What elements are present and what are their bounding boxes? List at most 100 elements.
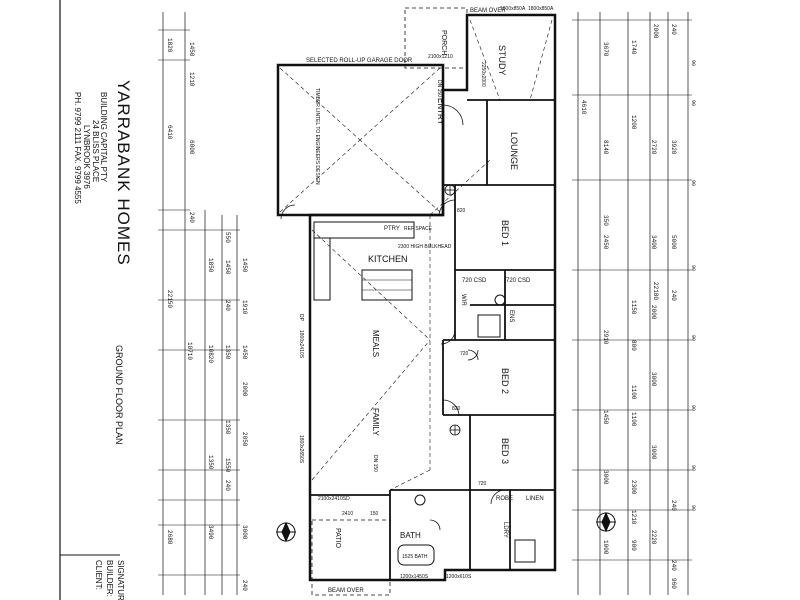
builder-label: BUILDER:: [105, 560, 114, 597]
room-wir: WIR: [460, 294, 466, 306]
room-meals: MEALS: [371, 330, 380, 357]
label-door-720-a: 720: [460, 351, 469, 357]
room-kitchen: KITCHEN: [368, 254, 408, 264]
company-address-1: BUILDING CAPITAL PTY: [99, 92, 108, 183]
room-labels: STUDY ENTRY LOUNGE BED 1 BED 2 BED 3 KIT…: [306, 30, 544, 549]
kitchen-bench: [313, 221, 415, 239]
dim-right-inner-8: 3000: [650, 445, 657, 460]
label-beam-over-top: BEAM OVER: [470, 8, 506, 14]
label-window-bottom-1: 1200x1450S: [400, 574, 429, 580]
dim-left-inner-8: 2000: [241, 382, 248, 397]
dim-left-inner-3: 6000: [188, 140, 195, 155]
dim-right-inner-6: 1150: [630, 300, 637, 315]
label-door-820-b: 820: [452, 406, 461, 412]
label-room-dim-2: 150: [370, 511, 379, 517]
dim-left-sub-3: 1350: [207, 455, 214, 470]
dim-left-inner-6: 1910: [241, 300, 248, 315]
dim-left-outer-4: 10710: [186, 342, 193, 360]
right-dim-labels: 2000 22180 960 1740 1200 3920 3400 2000 …: [580, 24, 696, 589]
label-csd-1: 720 CSD: [462, 278, 487, 284]
ensuite-toilet: [494, 294, 506, 306]
dim-left-sub-2: 10820: [207, 345, 214, 363]
building-walls: [276, 7, 557, 596]
room-ens: ENS: [508, 310, 514, 322]
dim-left-inner-2: 1210: [188, 72, 195, 87]
kitchen-bench-side: [313, 237, 331, 301]
dim-right-fine-4: 90: [690, 265, 696, 271]
dim-left-outer-3: 22150: [166, 290, 173, 308]
smoke-detector-icon: [444, 184, 461, 436]
toilet: [414, 494, 426, 506]
door-swings: [280, 104, 506, 531]
dim-right-sub-6: 1450: [602, 410, 609, 425]
label-family-window: 1800x2650S: [298, 435, 304, 464]
dim-right-inner-10: 240: [670, 500, 677, 511]
left-dimensions: [158, 12, 240, 595]
dim-left-inner-7: 1450: [241, 345, 248, 360]
dim-right-inner-9: 2300: [630, 480, 637, 495]
house-roof-lines: [311, 19, 553, 491]
label-window-bottom-2: 1200x610S: [446, 574, 472, 580]
dim-right-small-4: 240: [670, 290, 677, 301]
dim-right-sub-9: 1210: [630, 510, 637, 525]
interior-walls: [310, 99, 555, 580]
room-bed3: BED 3: [500, 438, 510, 464]
dim-right-sub-7: 2910: [602, 330, 609, 345]
label-door-dims: 2100x1210: [428, 54, 453, 60]
dim-left-inner-1: 1450: [188, 42, 195, 57]
dim-right-fine-1: 90: [690, 60, 696, 66]
dim-right-inner-2: 1200: [630, 115, 637, 130]
room-ldry: LDRY: [502, 522, 508, 538]
dim-left-outer-1: 1820: [166, 38, 173, 53]
right-dimensions: [572, 12, 692, 595]
label-csd-2: 720 CSD: [506, 278, 531, 284]
dim-left-inner-11: 3000: [241, 525, 248, 540]
dim-right-small-6: 800: [630, 340, 637, 351]
dim-right-small-7: 1100: [630, 412, 637, 427]
dim-left-outer-2: 6410: [166, 125, 173, 140]
company-address-2: 24 BLISS PLACE: [91, 120, 100, 182]
dim-right-inner-7: 3000: [650, 372, 657, 387]
client-label: CLIENT:: [94, 560, 103, 590]
dim-left-small-5: 1350: [224, 420, 231, 435]
dim-right-sub-5: 2450: [602, 235, 609, 250]
dim-right-small-5: 1100: [630, 385, 637, 400]
room-porch: PORCH: [440, 30, 447, 55]
house-shell: [308, 13, 557, 582]
label-window-top-2: 1800x850A: [528, 6, 554, 12]
room-bath: BATH: [400, 531, 421, 540]
dim-left-inner-4: 240: [188, 212, 195, 223]
bath-tub: [397, 544, 435, 566]
room-garage-door: SELECTED ROLL-UP GARAGE DOOR: [306, 58, 413, 64]
label-door-720-b: 720: [478, 481, 487, 487]
label-meals-window: 1800x2410S: [298, 330, 304, 359]
dim-left-inner-12: 240: [241, 580, 248, 591]
porch-area: [404, 7, 468, 69]
patio-area: [311, 519, 391, 596]
dim-right-outer-2: 22180: [652, 282, 659, 300]
dim-right-outer-1: 2000: [652, 24, 659, 39]
dim-right-sub-10: 900: [630, 540, 637, 551]
dim-left-outer-5: 2680: [166, 530, 173, 545]
annotation-labels: BEAM OVER 1800x850A 1800x850A BEAM OVER …: [298, 6, 554, 594]
dim-right-sub-4: 2720: [650, 140, 657, 155]
dim-left-small-3: 240: [224, 300, 231, 311]
dim-right-inner-4: 3400: [650, 235, 657, 250]
room-patio: PATIO: [334, 528, 341, 549]
dim-left-sub-4: 3490: [207, 525, 214, 540]
garage-roof-lines: [279, 67, 441, 213]
dim-right-fine-7: 90: [690, 465, 696, 471]
dim-right-small-1: 240: [670, 24, 677, 35]
left-dim-labels: 1820 6410 22150 10710 2680 1450 1210 600…: [166, 38, 248, 591]
label-timber-lintel: TIMBER LINTEL TO ENGINEERS DESIGN: [314, 88, 320, 185]
label-dn150-a: DN 150: [436, 80, 442, 97]
room-linen: LINEN: [526, 496, 544, 502]
label-slider: 2100x2410SD: [318, 496, 350, 502]
dim-right-inner-5: 2000: [650, 305, 657, 320]
dim-left-inner-5: 1450: [241, 258, 248, 273]
dim-right-inner-11: 2220: [650, 530, 657, 545]
dim-left-inner-9: 2050: [241, 432, 248, 447]
sheet-title: GROUND FLOOR PLAN: [114, 345, 124, 445]
dim-left-small-1: 550: [224, 232, 231, 243]
company-address-3: LYNBROOK 3976: [82, 125, 91, 189]
